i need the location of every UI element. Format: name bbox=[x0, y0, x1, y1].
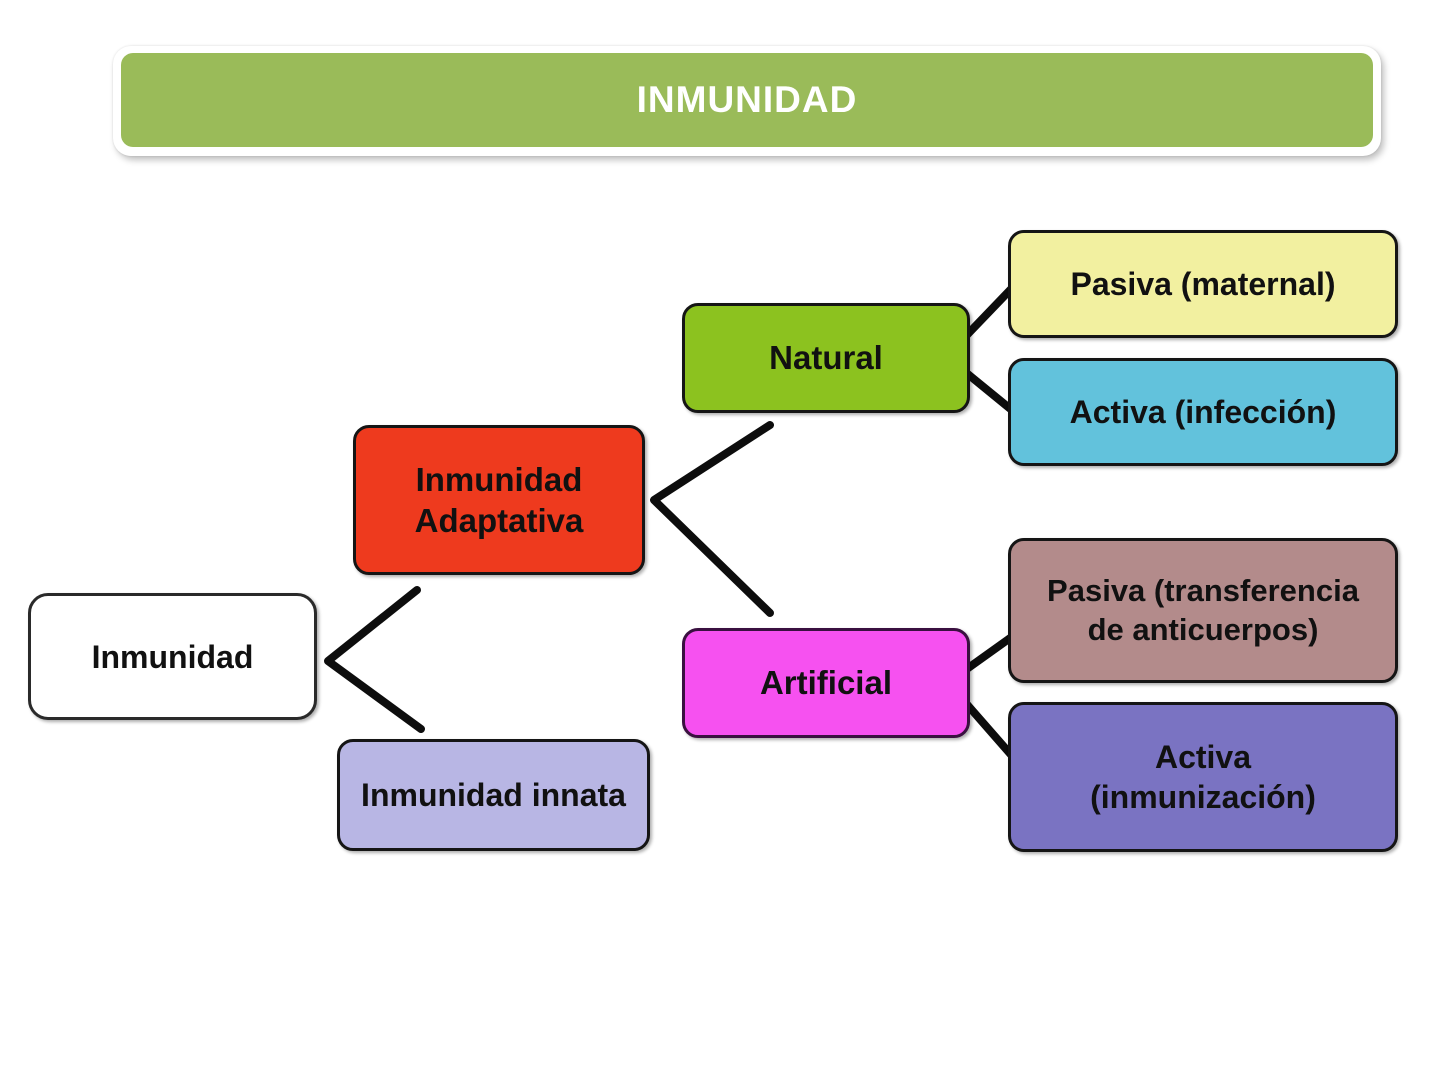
node-label: Activa (infección) bbox=[1069, 394, 1337, 430]
node-pasiva-transferencia: Pasiva (transferencia de anticuerpos) bbox=[1008, 538, 1398, 683]
node-label: Inmunidad bbox=[91, 638, 254, 675]
edge-artificial-pasiva bbox=[960, 632, 1017, 675]
node-natural: Natural bbox=[682, 303, 970, 413]
node-label: Artificial bbox=[759, 664, 893, 702]
node-pasiva-maternal: Pasiva (maternal) bbox=[1008, 230, 1398, 338]
node-label: Natural bbox=[769, 339, 883, 377]
node-label: Pasiva (transferencia de anticuerpos) bbox=[1047, 572, 1359, 647]
edge-natural-activa bbox=[960, 367, 1017, 415]
node-inmunidad-innata: Inmunidad innata bbox=[337, 739, 650, 851]
node-activa-infeccion: Activa (infección) bbox=[1008, 358, 1398, 466]
node-label: Inmunidad Adaptativa bbox=[414, 460, 584, 539]
node-activa-inmunizacion: Activa (inmunización) bbox=[1008, 702, 1398, 852]
page-title: INMUNIDAD bbox=[636, 79, 858, 120]
node-inmunidad: Inmunidad bbox=[28, 593, 317, 720]
node-label: Inmunidad innata bbox=[361, 777, 626, 813]
edge-natural-pasiva bbox=[960, 283, 1017, 342]
edge-inmunidad-branches bbox=[324, 586, 425, 733]
node-label: Pasiva (maternal) bbox=[1070, 266, 1336, 302]
node-artificial: Artificial bbox=[682, 628, 970, 738]
edge-artificial-activa bbox=[960, 697, 1017, 761]
title-banner: INMUNIDAD bbox=[113, 46, 1381, 156]
node-label: Activa (inmunización) bbox=[1090, 739, 1316, 815]
node-inmunidad-adaptativa: Inmunidad Adaptativa bbox=[353, 425, 645, 575]
edge-adaptativa-branches bbox=[650, 421, 774, 617]
title-banner-fill: INMUNIDAD bbox=[121, 53, 1373, 147]
